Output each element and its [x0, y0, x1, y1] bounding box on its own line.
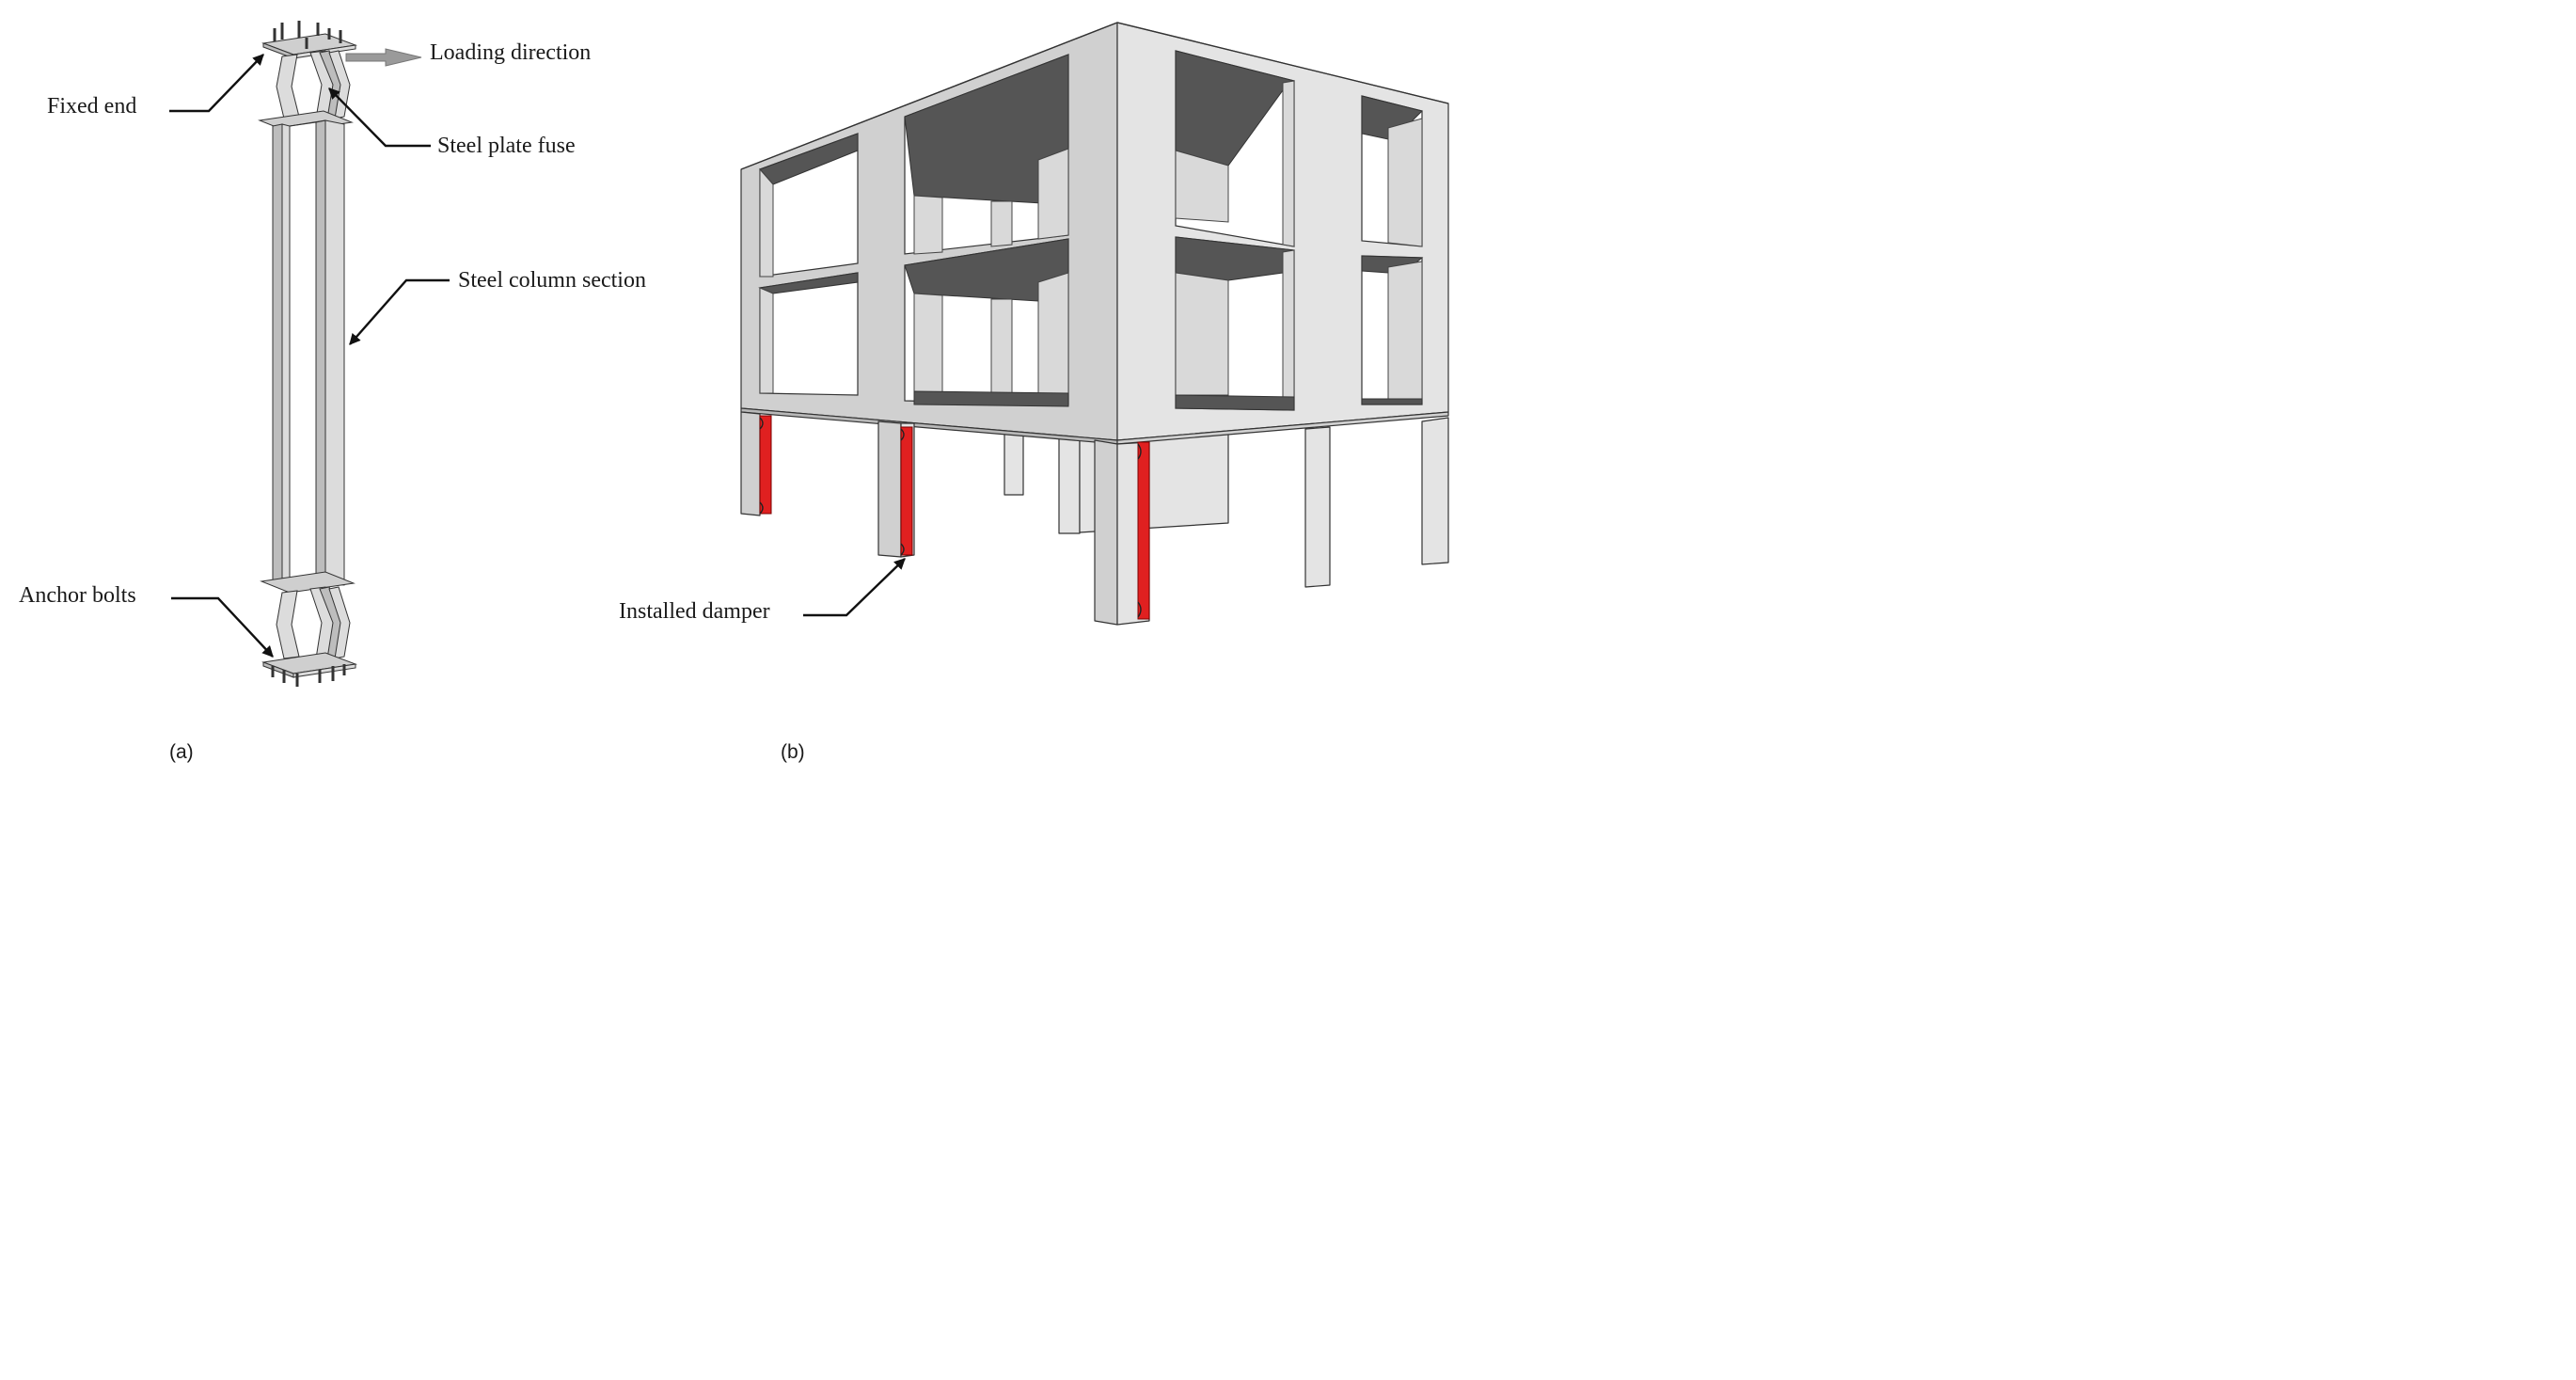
bottom-anchor-bolts — [271, 664, 346, 687]
lower-cap-plate — [260, 571, 356, 594]
steel-plate-fuse-label: Steel plate fuse — [437, 134, 576, 158]
figure: Loading direction Fixed end Steel plate … — [19, 21, 1449, 763]
installed-damper-leader — [803, 558, 906, 617]
top-anchor-bolts — [273, 21, 342, 49]
steel-column-section-label: Steel column section — [458, 268, 646, 293]
top-steel-plate-fuse — [276, 50, 351, 119]
anchor-bolts-leader — [171, 596, 274, 658]
fixed-end-leader — [169, 54, 264, 113]
right-facade-openings — [1175, 50, 1424, 411]
panel-a-column-diagram: Loading direction Fixed end Steel plate … — [19, 21, 646, 763]
bottom-base-plate — [261, 652, 357, 678]
loading-direction-label: Loading direction — [430, 40, 591, 65]
steel-plate-fuse-leader — [328, 87, 431, 148]
damper-1 — [759, 415, 772, 515]
panel-a-caption: (a) — [169, 741, 194, 763]
fixed-end-label: Fixed end — [47, 94, 136, 119]
slab-edge-right — [1116, 411, 1449, 445]
ground-floor-columns — [740, 411, 1449, 626]
panel-b-building-diagram: Installed damper (b) — [619, 22, 1449, 763]
anchor-bolts-label: Anchor bolts — [19, 583, 136, 608]
loading-direction-arrow — [345, 48, 422, 67]
damper-3 — [1137, 441, 1150, 620]
panel-b-caption: (b) — [781, 741, 805, 763]
steel-column-section — [272, 119, 345, 586]
installed-dampers — [759, 415, 1150, 620]
bottom-steel-plate-fuse — [276, 586, 351, 659]
steel-column-section-leader — [349, 278, 450, 345]
left-facade-openings — [758, 54, 1069, 407]
damper-2 — [900, 426, 913, 556]
installed-damper-label: Installed damper — [619, 599, 770, 624]
